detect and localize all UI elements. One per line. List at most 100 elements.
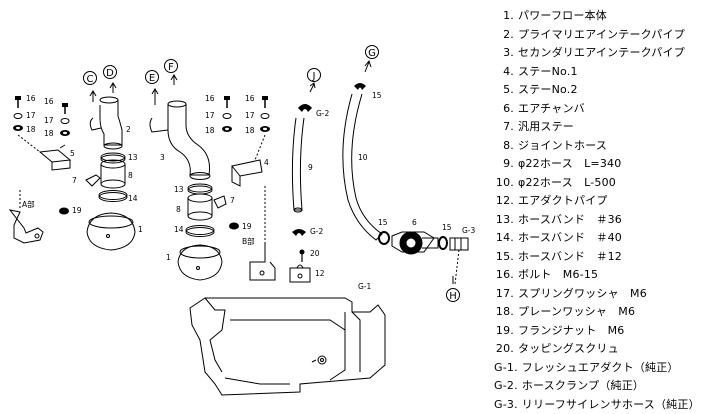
circle-label-g: G xyxy=(366,46,379,60)
svg-text:F: F xyxy=(168,62,174,73)
fresh-air-duct-g1: G-1 xyxy=(190,282,385,395)
part-name: ボルト M6-15 xyxy=(518,268,598,281)
svg-text:D: D xyxy=(106,68,114,79)
part-name: ホースクランプ（純正） xyxy=(522,379,644,392)
circle-label-c: C xyxy=(84,72,97,86)
svg-text:E: E xyxy=(149,73,155,84)
circle-label-j: J xyxy=(308,69,321,83)
part-number: 1. xyxy=(494,7,514,26)
part-name: フレッシュエアダクト（純正） xyxy=(522,361,679,374)
svg-text:2: 2 xyxy=(126,125,131,134)
parts-list-item: G-1.フレッシュエアダクト（純正） xyxy=(494,359,700,378)
parts-list-item: 5.ステーNo.2 xyxy=(494,81,700,100)
part-number: 7. xyxy=(494,118,514,137)
svg-text:16: 16 xyxy=(44,97,54,106)
svg-text:12: 12 xyxy=(315,269,325,278)
svg-text:G-1: G-1 xyxy=(358,282,372,291)
part-name: フランジナット M6 xyxy=(518,324,625,337)
hose-band-13-left: 13 xyxy=(101,153,138,163)
hose-band-13-right: 13 xyxy=(174,184,212,194)
part-name: エアダクトパイプ xyxy=(518,194,608,207)
parts-list-item: G-3.リリーフサイレンサホース（純正） xyxy=(494,396,700,414)
part-name: φ22ホース L-500 xyxy=(518,176,616,189)
hose-clamp-g2-top: G-2 xyxy=(298,104,330,118)
parts-list-item: 1. パワーフロー本体 xyxy=(494,7,700,26)
svg-text:5: 5 xyxy=(70,149,75,158)
parts-list-item: 4. ステーNo.1 xyxy=(494,63,700,82)
primary-intake-pipe: 2 xyxy=(90,97,131,149)
part-name: ステーNo.1 xyxy=(518,65,578,78)
part-number: 16. xyxy=(494,266,514,285)
parts-list-item: 18.プレーンワッシャ M6 xyxy=(494,303,700,322)
hose-9: 9 xyxy=(292,118,313,212)
part-number: 4. xyxy=(494,63,514,82)
part-number: 13. xyxy=(494,211,514,230)
hose-band-14-right: 14 xyxy=(174,225,214,237)
parts-list-item: 17. スプリングワッシャ M6 xyxy=(494,285,700,304)
stay-no2: 5 xyxy=(18,135,75,170)
svg-text:J: J xyxy=(312,71,316,82)
svg-text:G-3: G-3 xyxy=(462,226,476,235)
svg-text:18: 18 xyxy=(26,125,36,134)
svg-text:15: 15 xyxy=(378,218,388,227)
part-number: 17. xyxy=(494,285,514,304)
parts-list-item: 8.ジョイントホース xyxy=(494,137,700,156)
part-number: 9. xyxy=(494,155,514,174)
joint-hose-8-left: 8 xyxy=(101,160,133,188)
part-number: 15. xyxy=(494,248,514,267)
svg-text:G: G xyxy=(368,48,376,59)
hose-clamp-15-top: 15 xyxy=(354,83,382,100)
section-a-detail: A部 xyxy=(10,190,43,243)
svg-text:18: 18 xyxy=(245,126,255,135)
hose-clamp-g2-bottom: G-2 xyxy=(292,227,324,236)
parts-list-item: 20.タッピングスクリュ xyxy=(494,340,700,359)
svg-text:17: 17 xyxy=(245,111,255,120)
svg-text:16: 16 xyxy=(245,94,255,103)
stay-no1: 4 xyxy=(232,135,269,186)
svg-text:17: 17 xyxy=(205,111,215,120)
svg-text:A部: A部 xyxy=(22,199,35,209)
parts-list-item: 3.セカンダリエアインテークパイプ xyxy=(494,44,700,63)
svg-text:14: 14 xyxy=(174,225,184,234)
part-name: スプリングワッシャ M6 xyxy=(518,287,647,300)
section-b-detail: B部 xyxy=(242,186,275,280)
svg-text:1: 1 xyxy=(166,253,171,262)
part-number: 12. xyxy=(494,192,514,211)
svg-text:14: 14 xyxy=(128,194,138,203)
svg-text:G-2: G-2 xyxy=(310,227,324,236)
parts-list-item: 16. ボルト M6-15 xyxy=(494,266,700,285)
part-name: ステーNo.2 xyxy=(518,83,578,96)
part-name: ホースバンド ＃36 xyxy=(518,213,622,226)
secondary-intake-pipe: 3 xyxy=(150,101,210,180)
svg-text:1: 1 xyxy=(138,225,143,234)
parts-list-item: 19.フランジナット M6 xyxy=(494,322,700,341)
svg-text:13: 13 xyxy=(174,185,184,194)
svg-text:20: 20 xyxy=(310,249,320,258)
svg-text:H: H xyxy=(449,291,457,302)
part-number: 10. xyxy=(494,174,514,193)
part-number: 6. xyxy=(494,100,514,119)
hose-band-15-left: 15 xyxy=(378,218,389,244)
parts-list-item: 2.プライマリエアインテークパイプ xyxy=(494,26,700,45)
part-number: 14. xyxy=(494,229,514,248)
svg-text:3: 3 xyxy=(160,153,165,162)
exploded-parts-diagram: C D E F J G H xyxy=(0,0,480,401)
circle-label-h: H xyxy=(447,289,460,303)
circle-label-e: E xyxy=(146,71,159,85)
svg-text:7: 7 xyxy=(230,196,235,205)
part-name: セカンダリエアインテークパイプ xyxy=(518,46,685,59)
fastener-stack-left: 16 17 18 16 17 18 xyxy=(13,94,70,138)
universal-stay-7-right: 7 xyxy=(214,196,235,208)
part-name: パワーフロー本体 xyxy=(518,9,607,22)
svg-text:8: 8 xyxy=(128,171,133,180)
svg-text:16: 16 xyxy=(205,94,215,103)
svg-text:10: 10 xyxy=(358,153,368,162)
universal-stay-7-left: 7 xyxy=(72,175,100,186)
part-number: 20. xyxy=(494,340,514,359)
parts-list-item: G-2.ホースクランプ（純正） xyxy=(494,377,700,396)
svg-text:8: 8 xyxy=(176,205,181,214)
part-number: G-3. xyxy=(494,396,518,414)
nut-19-left: 19 xyxy=(59,206,82,215)
svg-text:13: 13 xyxy=(128,153,138,162)
svg-text:G-2: G-2 xyxy=(316,109,330,118)
